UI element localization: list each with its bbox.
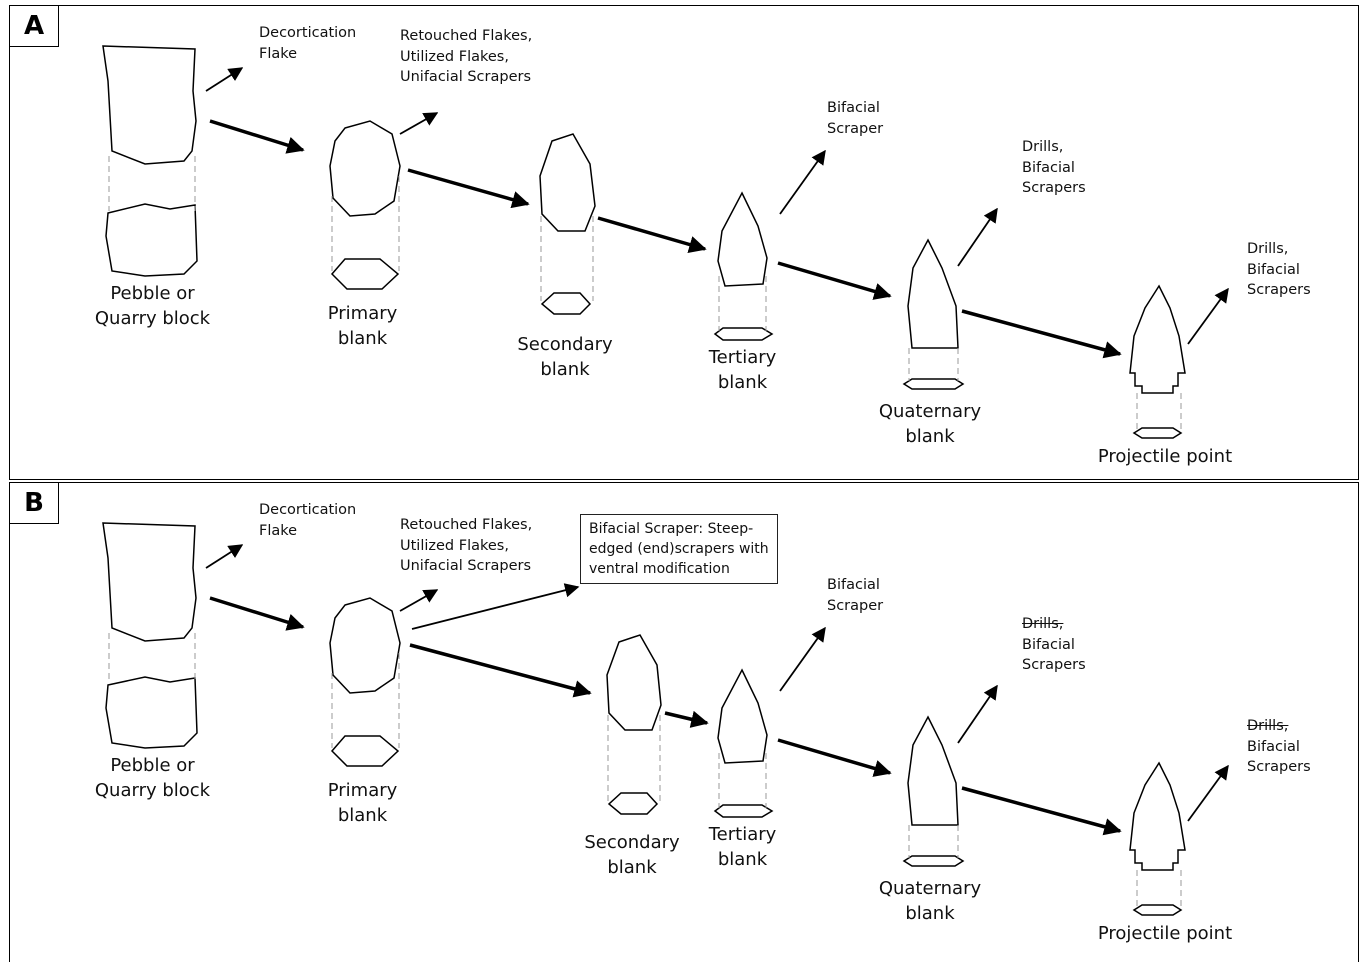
panel-a-diagram — [102, 45, 1229, 439]
primary-blank-face — [329, 597, 401, 694]
secondary-blank-face — [606, 634, 662, 731]
pebble-side-view — [105, 203, 198, 277]
label-retouched-flakes: Retouched Flakes, Utilized Flakes, Unifa… — [400, 28, 533, 85]
drills-2-rest: Bifacial Scrapers — [1247, 261, 1311, 299]
pebble-top-view — [102, 522, 197, 642]
panel-b: B — [9, 482, 1359, 962]
arrow-to-bifacial-scraper — [779, 149, 826, 215]
label-bifacial-scraper: Bifacial Scraper — [827, 577, 884, 614]
label-decortication-flake: Decortication Flake — [259, 25, 357, 62]
arrow-to-decortication — [205, 67, 244, 92]
label-bifacial-scraper: Bifacial Scraper — [827, 100, 884, 137]
label-drills-1: Drills, Bifacial Scrapers — [1022, 614, 1086, 676]
stage-projectile-point: Projectile point — [1097, 923, 1233, 944]
drills-1-rest: Bifacial Scrapers — [1022, 159, 1086, 197]
arrow-secondary-to-tertiary — [597, 216, 707, 254]
projectile-point-face — [1129, 284, 1186, 394]
stage-primary: Primary blank — [327, 780, 398, 826]
panel-a-label: A — [10, 6, 59, 47]
stage-secondary: Secondary blank — [584, 832, 680, 878]
drills-2-struck: Drills, — [1247, 718, 1289, 734]
projection-guides — [108, 156, 1182, 430]
pebble-top-view — [102, 45, 197, 165]
drills-1-rest: Bifacial Scrapers — [1022, 636, 1086, 674]
arrow-primary-to-secondary — [407, 168, 530, 209]
arrow-primary-to-secondary — [409, 643, 592, 698]
scraper-note-box: Bifacial Scraper: Steep- edged (end)scra… — [580, 514, 778, 584]
projection-guides — [108, 633, 1182, 907]
arrow-to-decortication — [205, 544, 244, 569]
stage-tertiary: Tertiary blank — [708, 347, 777, 393]
tertiary-blank-section — [713, 327, 774, 341]
projectile-point-section — [1132, 427, 1183, 439]
arrow-to-scraper-box — [411, 583, 580, 630]
stage-projectile-point: Projectile point — [1097, 446, 1233, 467]
arrow-quaternary-to-point — [961, 309, 1122, 359]
arrow-pebble-to-primary — [209, 119, 305, 154]
tertiary-blank-face — [717, 668, 768, 764]
stage-quaternary: Quaternary blank — [878, 878, 982, 924]
arrow-to-bifacial-scraper — [779, 626, 826, 692]
arrow-tertiary-to-quaternary — [777, 738, 892, 777]
arrow-to-drills-2 — [1187, 764, 1229, 822]
label-retouched-flakes: Retouched Flakes, Utilized Flakes, Unifa… — [400, 517, 533, 574]
drills-2-rest: Bifacial Scrapers — [1247, 738, 1311, 776]
arrow-to-retouched — [399, 589, 439, 612]
pebble-side-view — [105, 676, 198, 749]
quaternary-blank-face — [907, 715, 959, 826]
primary-blank-section — [330, 258, 400, 290]
stage-pebble: Pebble or Quarry block — [94, 755, 211, 801]
label-drills-1: Drills, Bifacial Scrapers — [1022, 137, 1086, 199]
arrow-secondary-to-tertiary — [664, 710, 709, 728]
projectile-point-face — [1129, 761, 1186, 871]
projectile-point-section — [1132, 904, 1183, 916]
arrow-to-drills-2 — [1187, 287, 1229, 345]
quaternary-blank-section — [902, 855, 965, 867]
tertiary-blank-face — [717, 191, 768, 287]
label-drills-2: Drills, Bifacial Scrapers — [1247, 239, 1311, 301]
arrow-tertiary-to-quaternary — [777, 261, 892, 300]
secondary-blank-section — [607, 792, 659, 815]
quaternary-blank-face — [907, 238, 959, 349]
panel-b-diagram — [102, 522, 1229, 916]
arrow-pebble-to-primary — [209, 596, 305, 631]
stage-primary: Primary blank — [327, 303, 398, 349]
stage-quaternary: Quaternary blank — [878, 401, 982, 447]
stage-tertiary: Tertiary blank — [708, 824, 777, 870]
panel-a: A — [9, 5, 1359, 480]
drills-1-struck: Drills, — [1022, 616, 1064, 632]
primary-blank-section — [330, 735, 400, 767]
tertiary-blank-section — [713, 804, 774, 818]
secondary-blank-face — [539, 133, 596, 232]
arrow-to-retouched — [399, 112, 439, 135]
drills-1-first: Drills, — [1022, 139, 1064, 155]
arrow-quaternary-to-point — [961, 786, 1122, 836]
primary-blank-face — [329, 120, 401, 217]
stage-secondary: Secondary blank — [517, 334, 613, 380]
secondary-blank-section — [540, 292, 592, 315]
stage-pebble: Pebble or Quarry block — [94, 283, 211, 329]
drills-2-first: Drills, — [1247, 241, 1289, 257]
label-drills-2: Drills, Bifacial Scrapers — [1247, 716, 1311, 778]
panel-b-label: B — [10, 483, 59, 524]
arrow-to-drills-1 — [957, 207, 998, 267]
quaternary-blank-section — [902, 378, 965, 390]
label-decortication-flake: Decortication Flake — [259, 502, 357, 539]
arrow-to-drills-1 — [957, 684, 998, 744]
